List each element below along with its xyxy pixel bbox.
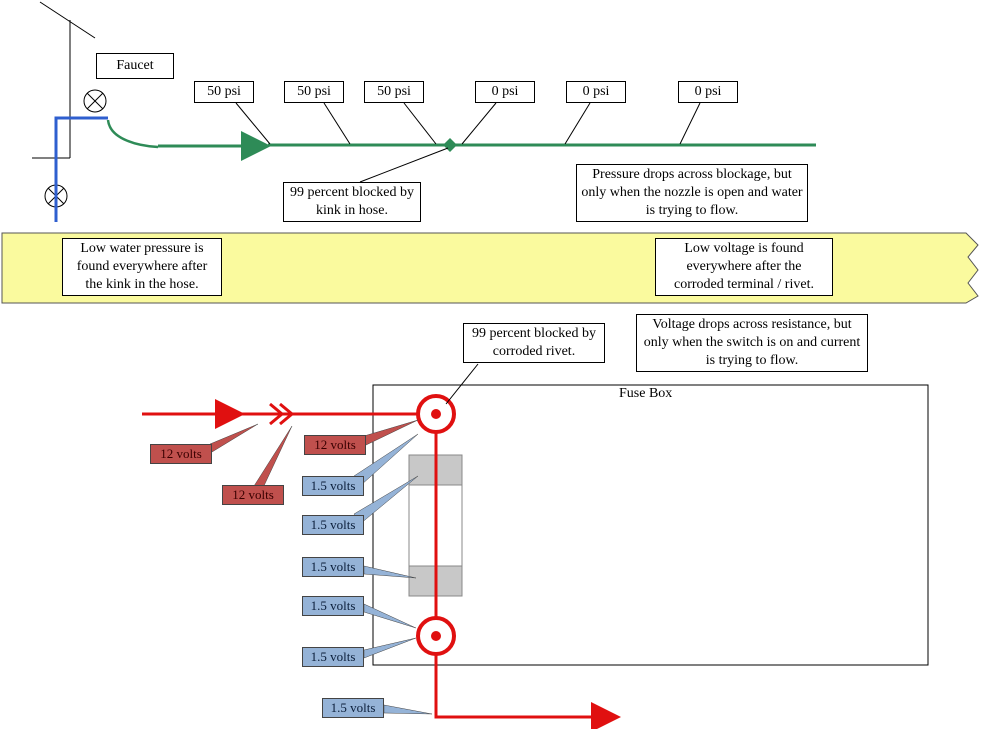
fuse-box-label: Fuse Box (619, 386, 673, 401)
kink-note-pointer (359, 147, 449, 183)
wire-output (434, 636, 621, 729)
voltage-drop-note: Voltage drops across resistance, but onl… (636, 314, 868, 372)
voltage-summary-note: Low voltage is found everywhere after th… (655, 238, 833, 296)
psi-pointer-4 (461, 102, 497, 145)
volt-label-12-c: 12 volts (304, 435, 366, 455)
kink-note: 99 percent blocked by kink in hose. (283, 182, 421, 222)
volt-pointer-12-a (209, 423, 259, 453)
pressure-label-6: 0 psi (678, 81, 738, 103)
pressure-label-1: 50 psi (194, 81, 254, 103)
pressure-label-5: 0 psi (566, 81, 626, 103)
hose-start (106, 119, 159, 149)
faucet-valve-icon (83, 89, 107, 113)
fuse-box-outline (372, 384, 929, 666)
faucet-label: Faucet (96, 53, 174, 79)
volt-pointer-15-d (363, 603, 417, 629)
volt-label-12-a: 12 volts (150, 444, 212, 464)
volt-label-15-b: 1.5 volts (302, 515, 364, 535)
pressure-label-4: 0 psi (475, 81, 535, 103)
rivet-note-pointer (445, 363, 479, 405)
volt-pointer-15-c (363, 565, 417, 579)
wall-line-diagonal (39, 1, 96, 39)
volt-pointer-15-f (383, 704, 433, 715)
volt-pointer-12-c (363, 419, 419, 447)
volt-label-15-c: 1.5 volts (302, 557, 364, 577)
water-summary-note: Low water pressure is found everywhere a… (62, 238, 222, 296)
wire-connector-icon (269, 402, 295, 426)
volt-label-12-b: 12 volts (222, 485, 284, 505)
kink-marker-icon (443, 138, 457, 152)
supply-pipe (54, 116, 108, 222)
psi-pointer-3 (403, 102, 437, 145)
pressure-label-2: 50 psi (284, 81, 344, 103)
volt-pointer-15-e (363, 637, 417, 659)
volt-label-15-a: 1.5 volts (302, 476, 364, 496)
volt-label-15-e: 1.5 volts (302, 647, 364, 667)
psi-pointer-6 (679, 102, 701, 145)
psi-pointer-2 (323, 102, 351, 145)
corroded-rivet-icon (416, 394, 456, 434)
volt-label-15-f: 1.5 volts (322, 698, 384, 718)
volt-pointer-12-b (253, 425, 293, 491)
volt-label-15-d: 1.5 volts (302, 596, 364, 616)
lower-rivet-icon (416, 616, 456, 656)
pressure-label-3: 50 psi (364, 81, 424, 103)
rivet-note: 99 percent blocked by corroded rivet. (463, 323, 605, 363)
pressure-drop-note: Pressure drops across blockage, but only… (576, 164, 808, 222)
psi-pointer-1 (235, 102, 271, 145)
psi-pointer-5 (564, 102, 591, 145)
